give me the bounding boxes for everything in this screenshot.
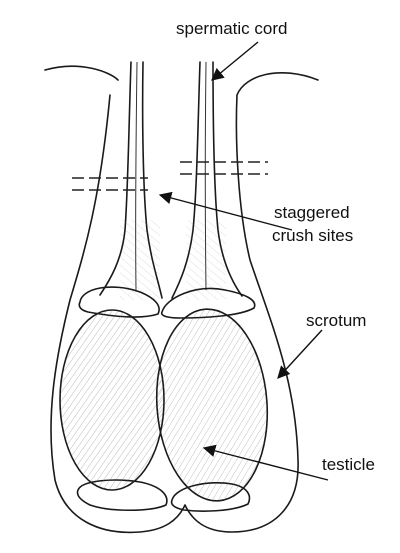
left-epididymis-top [78,286,160,318]
right-testicle [155,308,269,502]
label-scrotum: scrotum [306,311,366,330]
left-spermatic-cord [99,61,163,300]
crush-sites-arrow [158,191,293,231]
right-spermatic-cord [171,61,243,300]
label-crush-sites: crush sites [272,226,353,245]
left-testicle [59,309,165,491]
testicle-arrow [202,444,329,481]
scrotum-outline [44,65,319,534]
label-testicle: testicle [322,455,375,474]
scrotum-arrow [277,329,323,379]
right-epididymis-top [160,287,256,319]
label-spermatic-cord: spermatic cord [176,19,287,38]
spermatic-cord-arrow [211,41,259,81]
crush-site-marks [72,161,268,191]
label-staggered: staggered [274,203,350,222]
